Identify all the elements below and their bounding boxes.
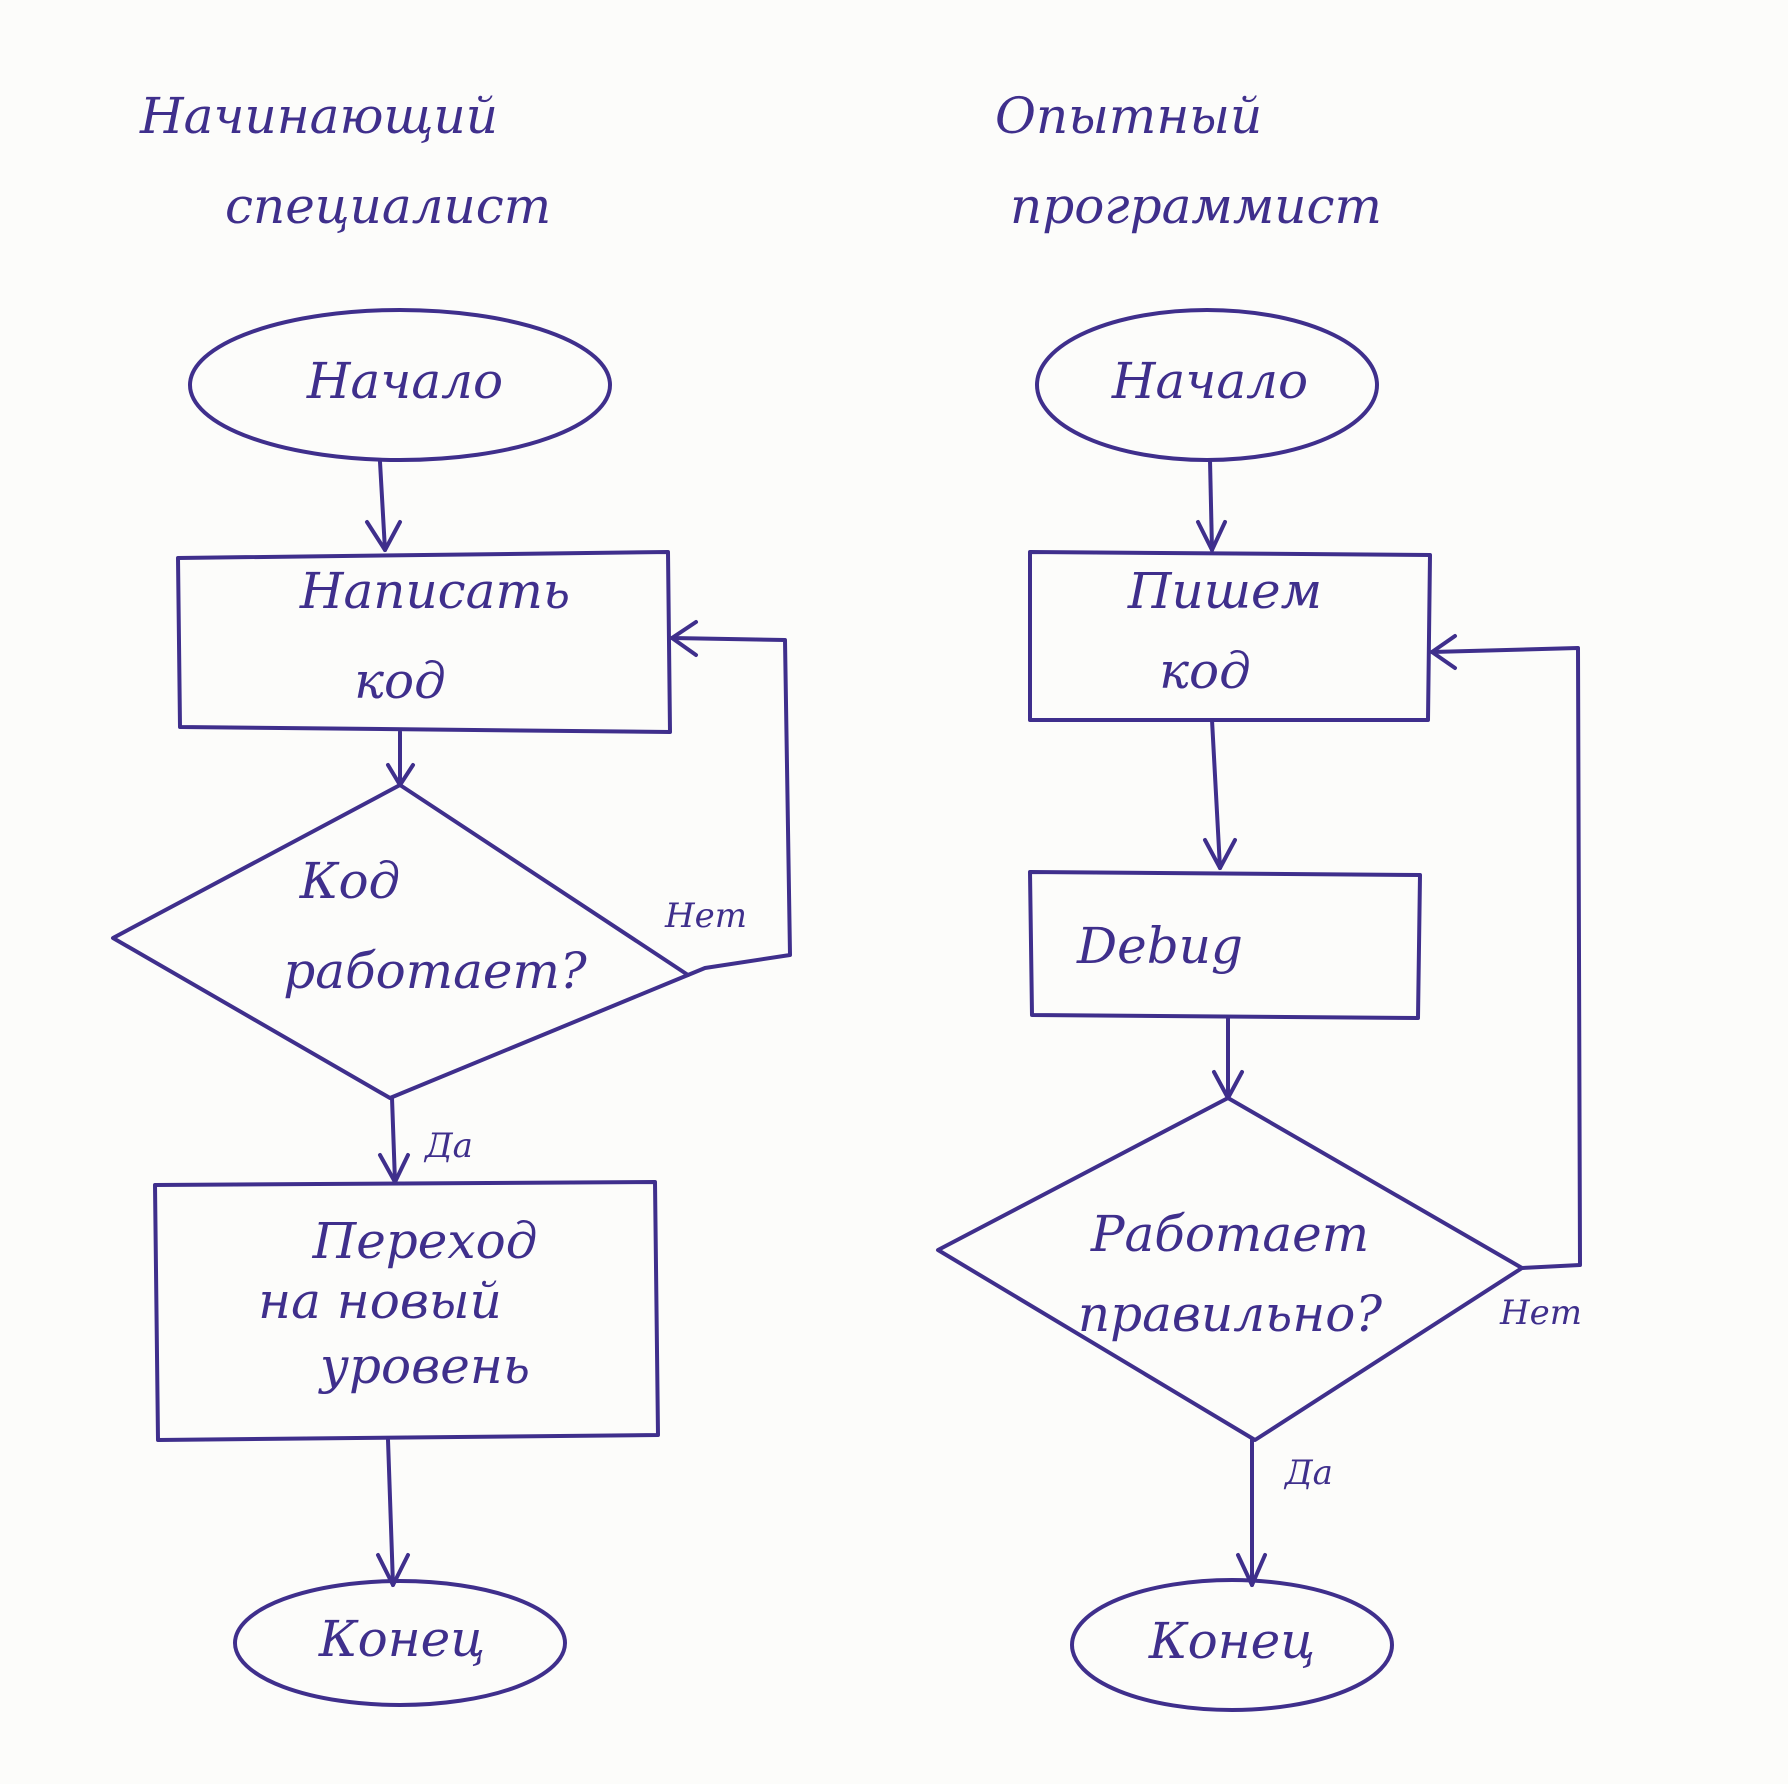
right-arrowhead-2 — [1203, 838, 1237, 870]
left-process-line1: Написать — [299, 562, 570, 620]
right-title-line1: Опытный — [995, 87, 1262, 145]
left-start-oval — [188, 308, 612, 462]
left-next-level-box — [153, 1180, 660, 1442]
right-arrowhead-4 — [1236, 1553, 1267, 1587]
right-no-loop-line — [1430, 646, 1582, 1270]
left-no-loop-line — [670, 636, 792, 977]
left-arrow-start-to-process — [378, 460, 387, 552]
right-start-oval — [1035, 308, 1379, 462]
left-process-box — [176, 550, 672, 734]
left-yes-label: Да — [423, 1126, 473, 1166]
left-next-level-line3: уровень — [318, 1337, 530, 1395]
left-decision-line1: Код — [299, 852, 401, 910]
left-next-level-line2: на новый — [258, 1272, 502, 1330]
left-title-line1: Начинающий — [139, 87, 498, 145]
right-decision-line2: правильно? — [1078, 1285, 1383, 1343]
right-process-line1: Пишем — [1127, 562, 1322, 620]
right-flowchart: Опытный программист Начало Пишем код Deb… — [936, 87, 1582, 1712]
right-debug-label: Debug — [1076, 917, 1243, 975]
right-title-line2: программист — [1010, 177, 1382, 235]
right-process-box — [1028, 550, 1432, 722]
left-end-label: Конец — [318, 1610, 485, 1668]
left-start-label: Начало — [306, 352, 503, 410]
left-process-line2: код — [354, 652, 446, 710]
left-no-label: Нет — [664, 896, 747, 936]
left-arrow-to-end — [386, 1438, 395, 1587]
right-end-oval — [1070, 1578, 1394, 1712]
right-process-line2: код — [1159, 642, 1251, 700]
left-arrowhead-1 — [365, 520, 402, 552]
right-yes-label: Да — [1283, 1453, 1333, 1493]
right-arrow-process-to-debug — [1210, 718, 1222, 870]
right-decision-line1: Работает — [1090, 1205, 1369, 1263]
left-next-level-line1: Переход — [312, 1212, 538, 1270]
left-title-line2: специалист — [225, 177, 551, 235]
right-debug-box — [1028, 870, 1422, 1020]
right-no-label: Нет — [1499, 1293, 1582, 1333]
left-no-arrowhead — [670, 620, 698, 657]
right-end-label: Конец — [1148, 1612, 1315, 1670]
right-arrow-start-to-process — [1208, 458, 1214, 552]
left-arrow-yes — [390, 1096, 397, 1184]
right-decision-diamond — [936, 1096, 1524, 1442]
right-start-label: Начало — [1111, 352, 1308, 410]
left-decision-line2: работает? — [283, 942, 588, 1000]
right-arrowhead-1 — [1196, 520, 1227, 552]
right-no-arrowhead — [1430, 634, 1457, 670]
left-end-oval — [233, 1579, 567, 1707]
left-flowchart: Начинающий специалист Начало Написать ко… — [111, 87, 792, 1707]
left-arrowhead-4 — [376, 1553, 410, 1587]
